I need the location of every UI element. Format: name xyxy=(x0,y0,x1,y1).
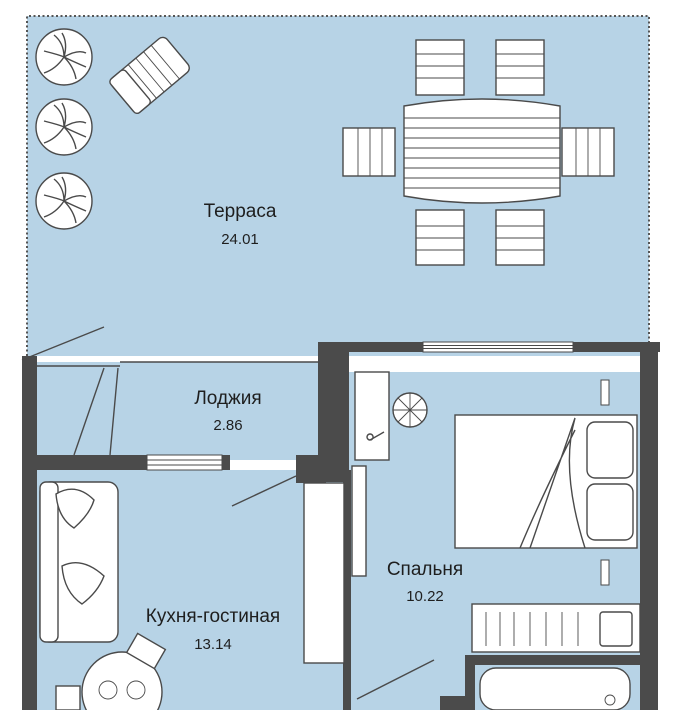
room-labels: Терраса 24.01 Лоджия 2.86 Спальня 10.22 … xyxy=(146,201,463,653)
window-loggia xyxy=(146,454,223,471)
floor-lamp-icon xyxy=(392,392,428,428)
tv-stand xyxy=(351,465,367,577)
wardrobe xyxy=(354,371,390,461)
drain-icon xyxy=(604,694,616,706)
kitchen-cabinet xyxy=(303,482,345,664)
plant-icon xyxy=(35,172,93,230)
sink-icon xyxy=(599,611,633,647)
lounge-chair-icon xyxy=(109,36,190,115)
wall-bath-left xyxy=(465,655,475,710)
sofa-icon xyxy=(39,481,119,643)
chair-icon xyxy=(495,39,545,96)
bedroom-label: Спальня xyxy=(387,559,463,580)
bath-fixtures xyxy=(471,603,641,710)
kitchen-furniture xyxy=(39,481,345,710)
dining-set xyxy=(342,39,615,266)
window-bedroom-right xyxy=(600,379,610,586)
windows xyxy=(146,341,610,586)
wall-bottom-stub xyxy=(440,696,470,710)
terrace-label: Терраса xyxy=(204,201,277,222)
wall-bedroom-left xyxy=(343,470,351,710)
chair-icon xyxy=(342,127,396,177)
bedroom-furniture xyxy=(351,371,638,577)
bed-icon xyxy=(454,414,638,549)
kitchen-area: 13.14 xyxy=(194,636,232,653)
plant-icon xyxy=(35,28,93,86)
loggia-floor xyxy=(37,362,319,460)
dining-table-icon xyxy=(403,98,561,204)
stove-icon xyxy=(485,612,579,646)
plant-icon xyxy=(35,98,93,156)
wall-bedroom-right xyxy=(640,342,658,710)
dining-table-kitchen-icon xyxy=(55,632,167,710)
window-bedroom xyxy=(422,341,574,353)
doors xyxy=(21,326,435,700)
kitchen-label: Кухня-гостиная xyxy=(146,606,280,627)
terrace-area: 24.01 xyxy=(221,231,259,248)
wall-bath-top xyxy=(465,655,640,665)
loggia-label: Лоджия xyxy=(194,388,261,409)
chair-icon xyxy=(561,127,615,177)
bathtub-icon xyxy=(479,667,631,710)
wall-loggia-kitchen xyxy=(37,455,147,470)
chair-icon xyxy=(415,209,465,266)
terrace-plants xyxy=(35,28,93,230)
hanger-icon xyxy=(366,431,385,441)
loggia-area: 2.86 xyxy=(213,417,242,434)
terrace-boundary xyxy=(26,15,650,356)
wall-bedroom-stub xyxy=(296,455,326,483)
wall-loggia-kitchen-right xyxy=(222,455,230,470)
chair-icon xyxy=(495,209,545,266)
chair-icon xyxy=(415,39,465,96)
wall-left xyxy=(22,356,37,710)
bedroom-area: 10.22 xyxy=(406,588,444,605)
